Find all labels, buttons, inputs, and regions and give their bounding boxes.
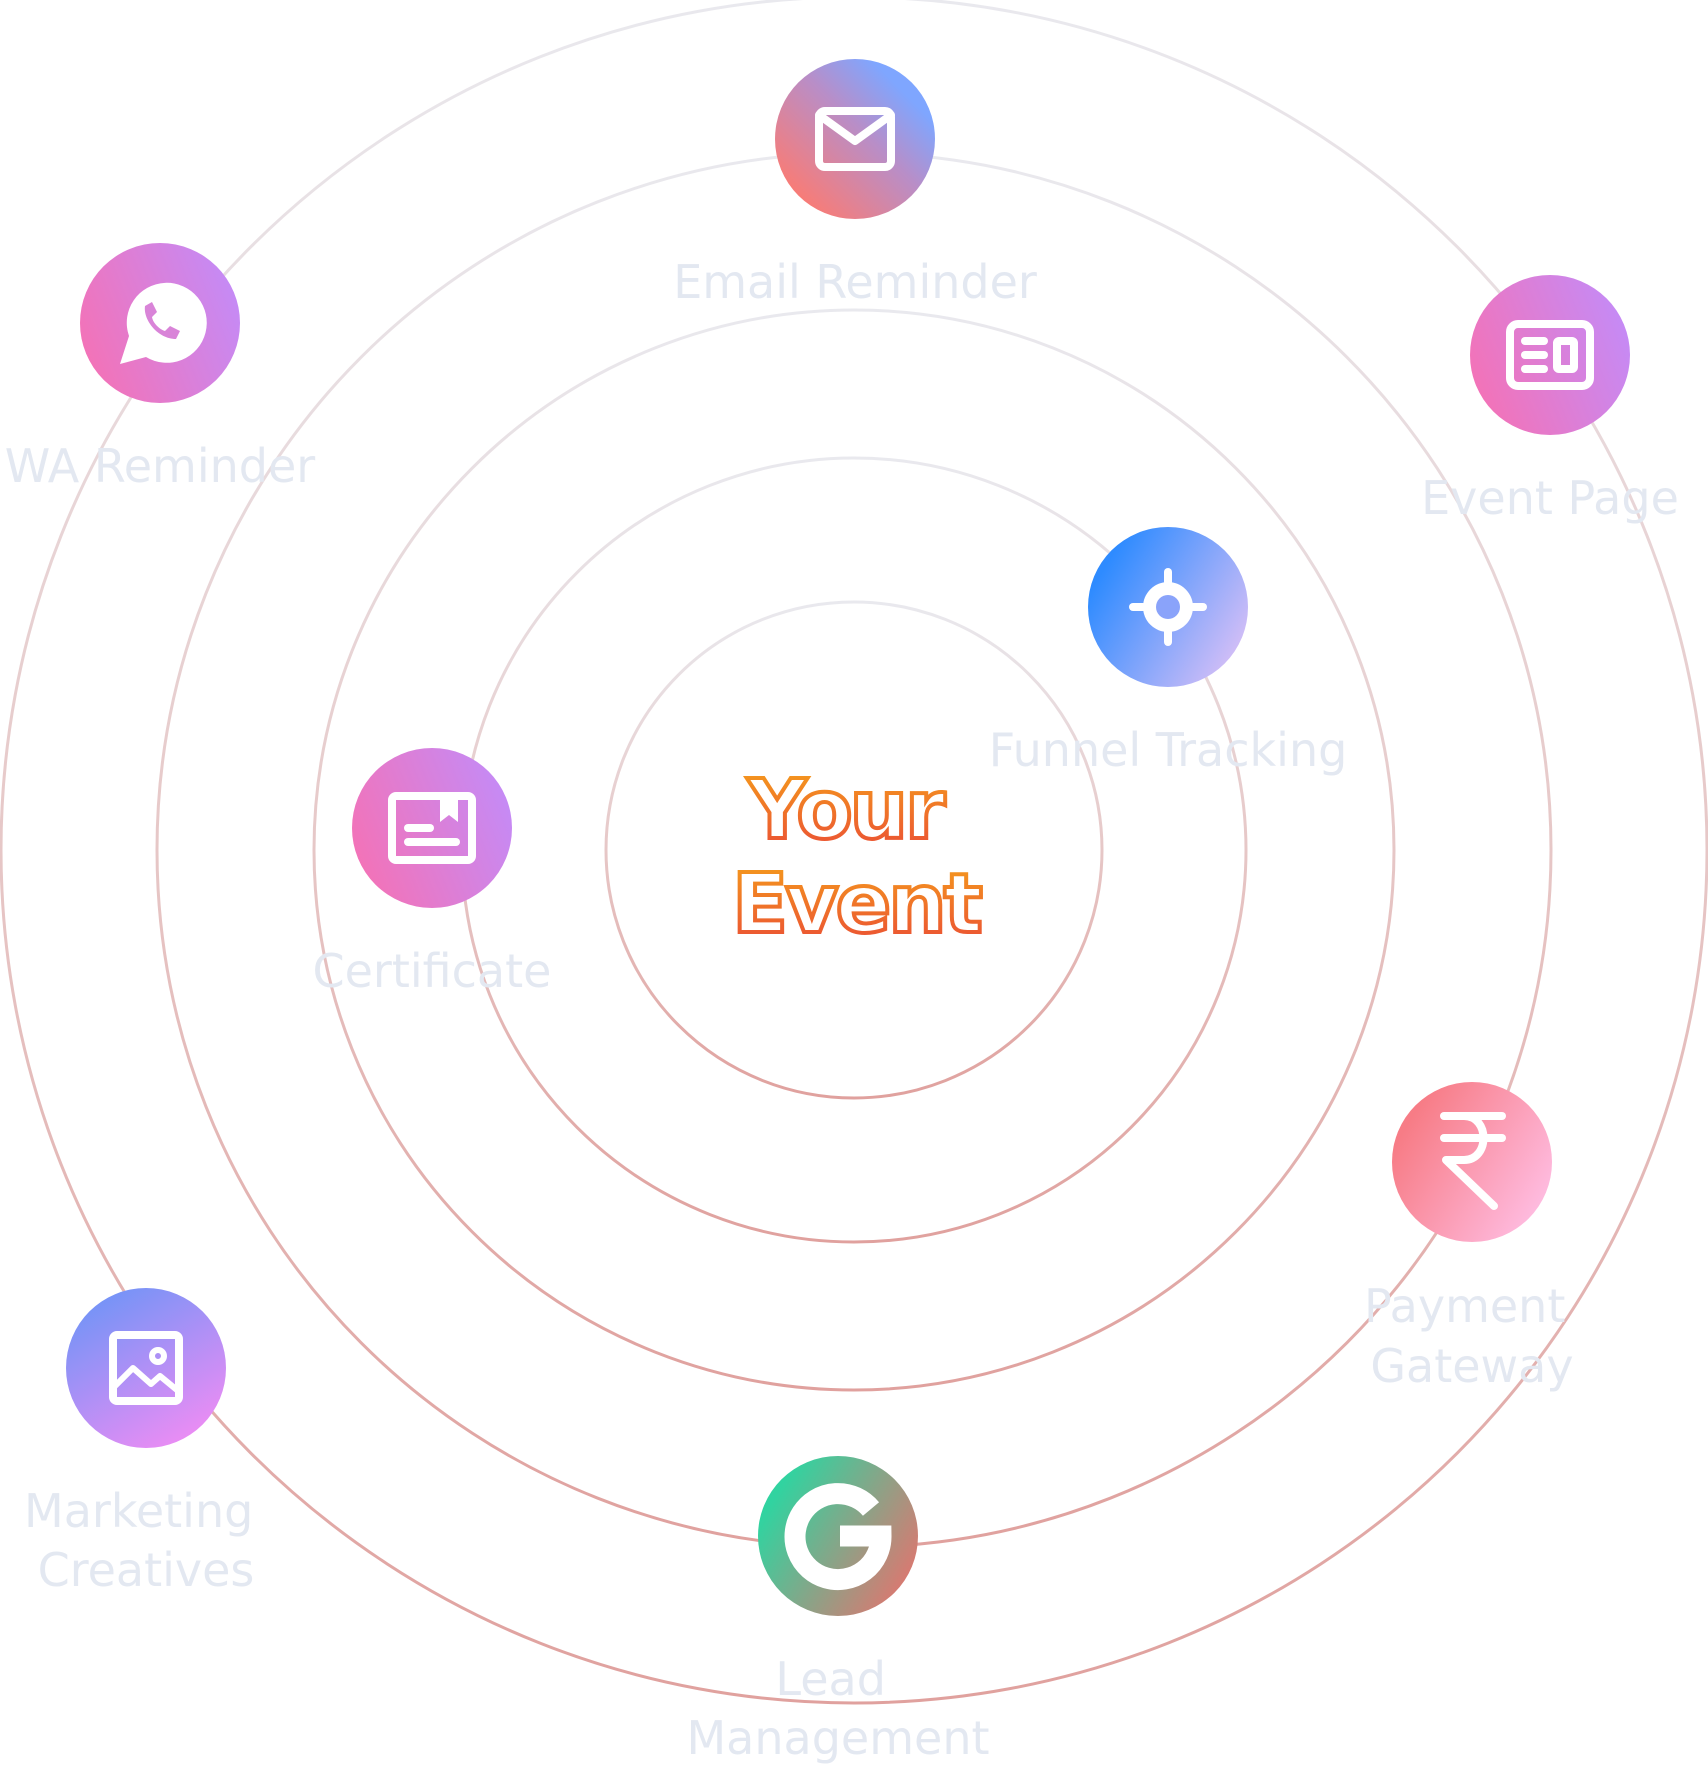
node-lead-management[interactable]: Lead Management	[686, 1456, 990, 1765]
node-payment-gateway-label-line-2: Gateway	[1370, 1339, 1573, 1393]
node-certificate[interactable]: Certificate	[313, 748, 552, 998]
center-title-line-1: Your	[746, 763, 946, 858]
node-certificate-label: Certificate	[313, 944, 552, 998]
whatsapp-icon	[120, 282, 207, 364]
rupee-icon	[1440, 1112, 1506, 1210]
node-payment-gateway[interactable]: Payment Gateway	[1364, 1082, 1580, 1393]
node-funnel-tracking[interactable]: Funnel Tracking	[989, 527, 1348, 777]
orbit-ring-1	[604, 600, 1104, 1100]
node-lead-management-bubble	[758, 1456, 918, 1616]
google-icon	[784, 1483, 892, 1591]
node-lead-management-label-line-1: Lead	[775, 1652, 886, 1706]
orbit-ring-5	[0, 0, 1708, 1705]
node-marketing-creatives-label: Marketing Creatives	[24, 1484, 268, 1597]
orbit-ring-3	[312, 308, 1396, 1392]
node-event-page-bubble	[1470, 275, 1630, 435]
image-icon	[109, 1331, 183, 1405]
node-email-reminder-label: Email Reminder	[673, 255, 1037, 309]
node-marketing-creatives-label-line-1: Marketing	[24, 1484, 253, 1538]
node-certificate-label-line-1: Certificate	[313, 944, 552, 998]
node-marketing-creatives-label-line-2: Creatives	[38, 1543, 255, 1597]
node-funnel-tracking-label-line-1: Funnel Tracking	[989, 723, 1348, 777]
mail-icon	[815, 107, 895, 171]
crosshair-icon	[1129, 568, 1207, 646]
node-lead-management-label-line-2: Management	[686, 1711, 989, 1765]
event-page-icon	[1506, 320, 1594, 390]
node-payment-gateway-label: Payment Gateway	[1364, 1279, 1580, 1393]
node-wa-reminder-label: WA Reminder	[5, 439, 315, 493]
node-email-reminder-label-line-1: Email Reminder	[673, 255, 1037, 309]
node-event-page-label-line-1: Event Page	[1421, 471, 1679, 525]
node-wa-reminder-label-line-1: WA Reminder	[5, 439, 315, 493]
node-marketing-creatives[interactable]: Marketing Creatives	[24, 1288, 268, 1597]
node-marketing-creatives-bubble	[66, 1288, 226, 1448]
center-title: Your Event	[730, 761, 986, 954]
node-lead-management-label: Lead Management	[686, 1652, 989, 1765]
node-payment-gateway-label-line-1: Payment	[1364, 1279, 1565, 1333]
node-event-page-label: Event Page	[1421, 471, 1679, 525]
node-email-reminder[interactable]: Email Reminder	[673, 59, 1037, 309]
certificate-icon	[388, 792, 476, 864]
node-funnel-tracking-label: Funnel Tracking	[989, 723, 1348, 777]
center-title-line-2: Event	[732, 857, 981, 952]
node-event-page[interactable]: Event Page	[1421, 275, 1679, 525]
node-wa-reminder[interactable]: WA Reminder	[5, 243, 315, 493]
